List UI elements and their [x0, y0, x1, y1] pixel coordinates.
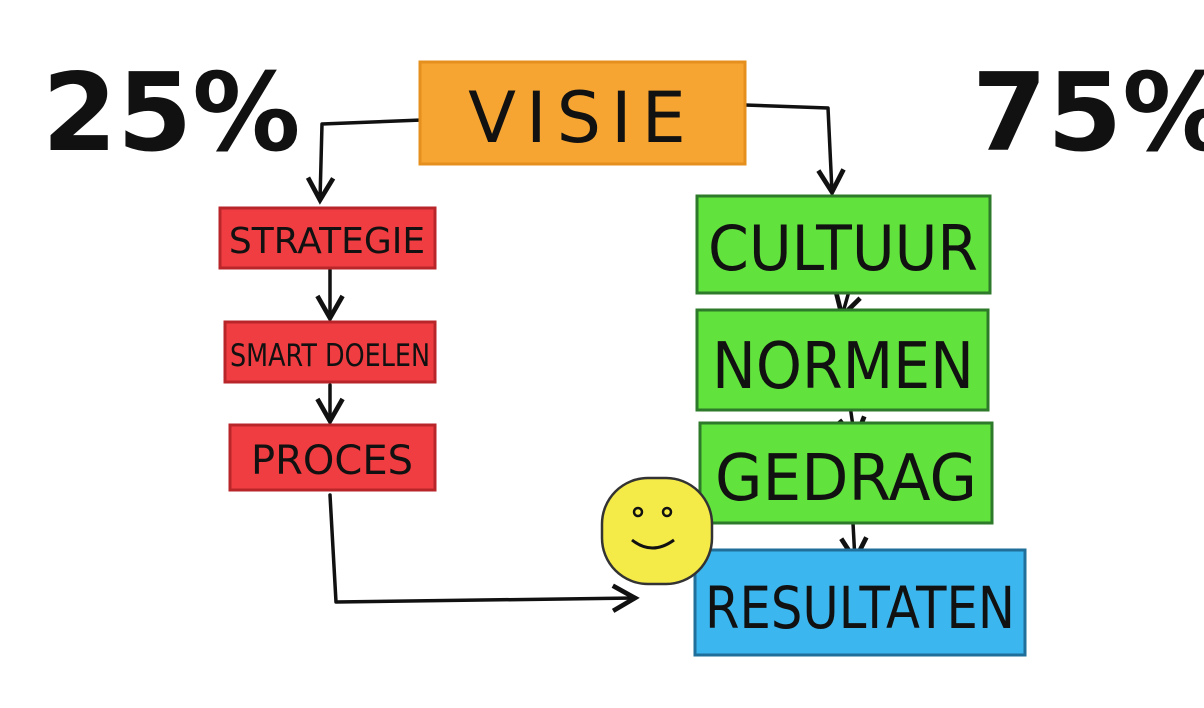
arrow-visie-cultuur	[743, 103, 846, 197]
resultaten-label: RESULTATEN	[705, 574, 1015, 642]
cultuur-box: CULTUUR	[695, 194, 992, 295]
visie-box: VISIE	[418, 60, 747, 166]
normen-box: NORMEN	[695, 308, 990, 412]
visie-label: VISIE	[468, 77, 696, 159]
gedrag-label: GEDRAG	[715, 442, 977, 516]
gedrag-box: GEDRAG	[698, 421, 994, 525]
normen-label: NORMEN	[712, 330, 974, 404]
strategie-label: STRATEGIE	[229, 221, 425, 262]
strategie-box: STRATEGIE	[218, 206, 437, 270]
right-percent: 75%	[972, 51, 1204, 176]
arrow-proces-resultaten	[328, 493, 640, 613]
resultaten-box: RESULTATEN	[693, 548, 1027, 657]
smart-doelen-box: SMART DOELEN	[223, 320, 437, 384]
smiley-face-icon	[600, 476, 714, 586]
cultuur-label: CULTUUR	[708, 212, 978, 285]
proces-box: PROCES	[228, 423, 437, 492]
smart-doelen-label: SMART DOELEN	[230, 338, 430, 374]
proces-label: PROCES	[251, 438, 413, 484]
left-percent: 25%	[42, 51, 301, 176]
arrow-visie-strategie	[305, 118, 424, 205]
